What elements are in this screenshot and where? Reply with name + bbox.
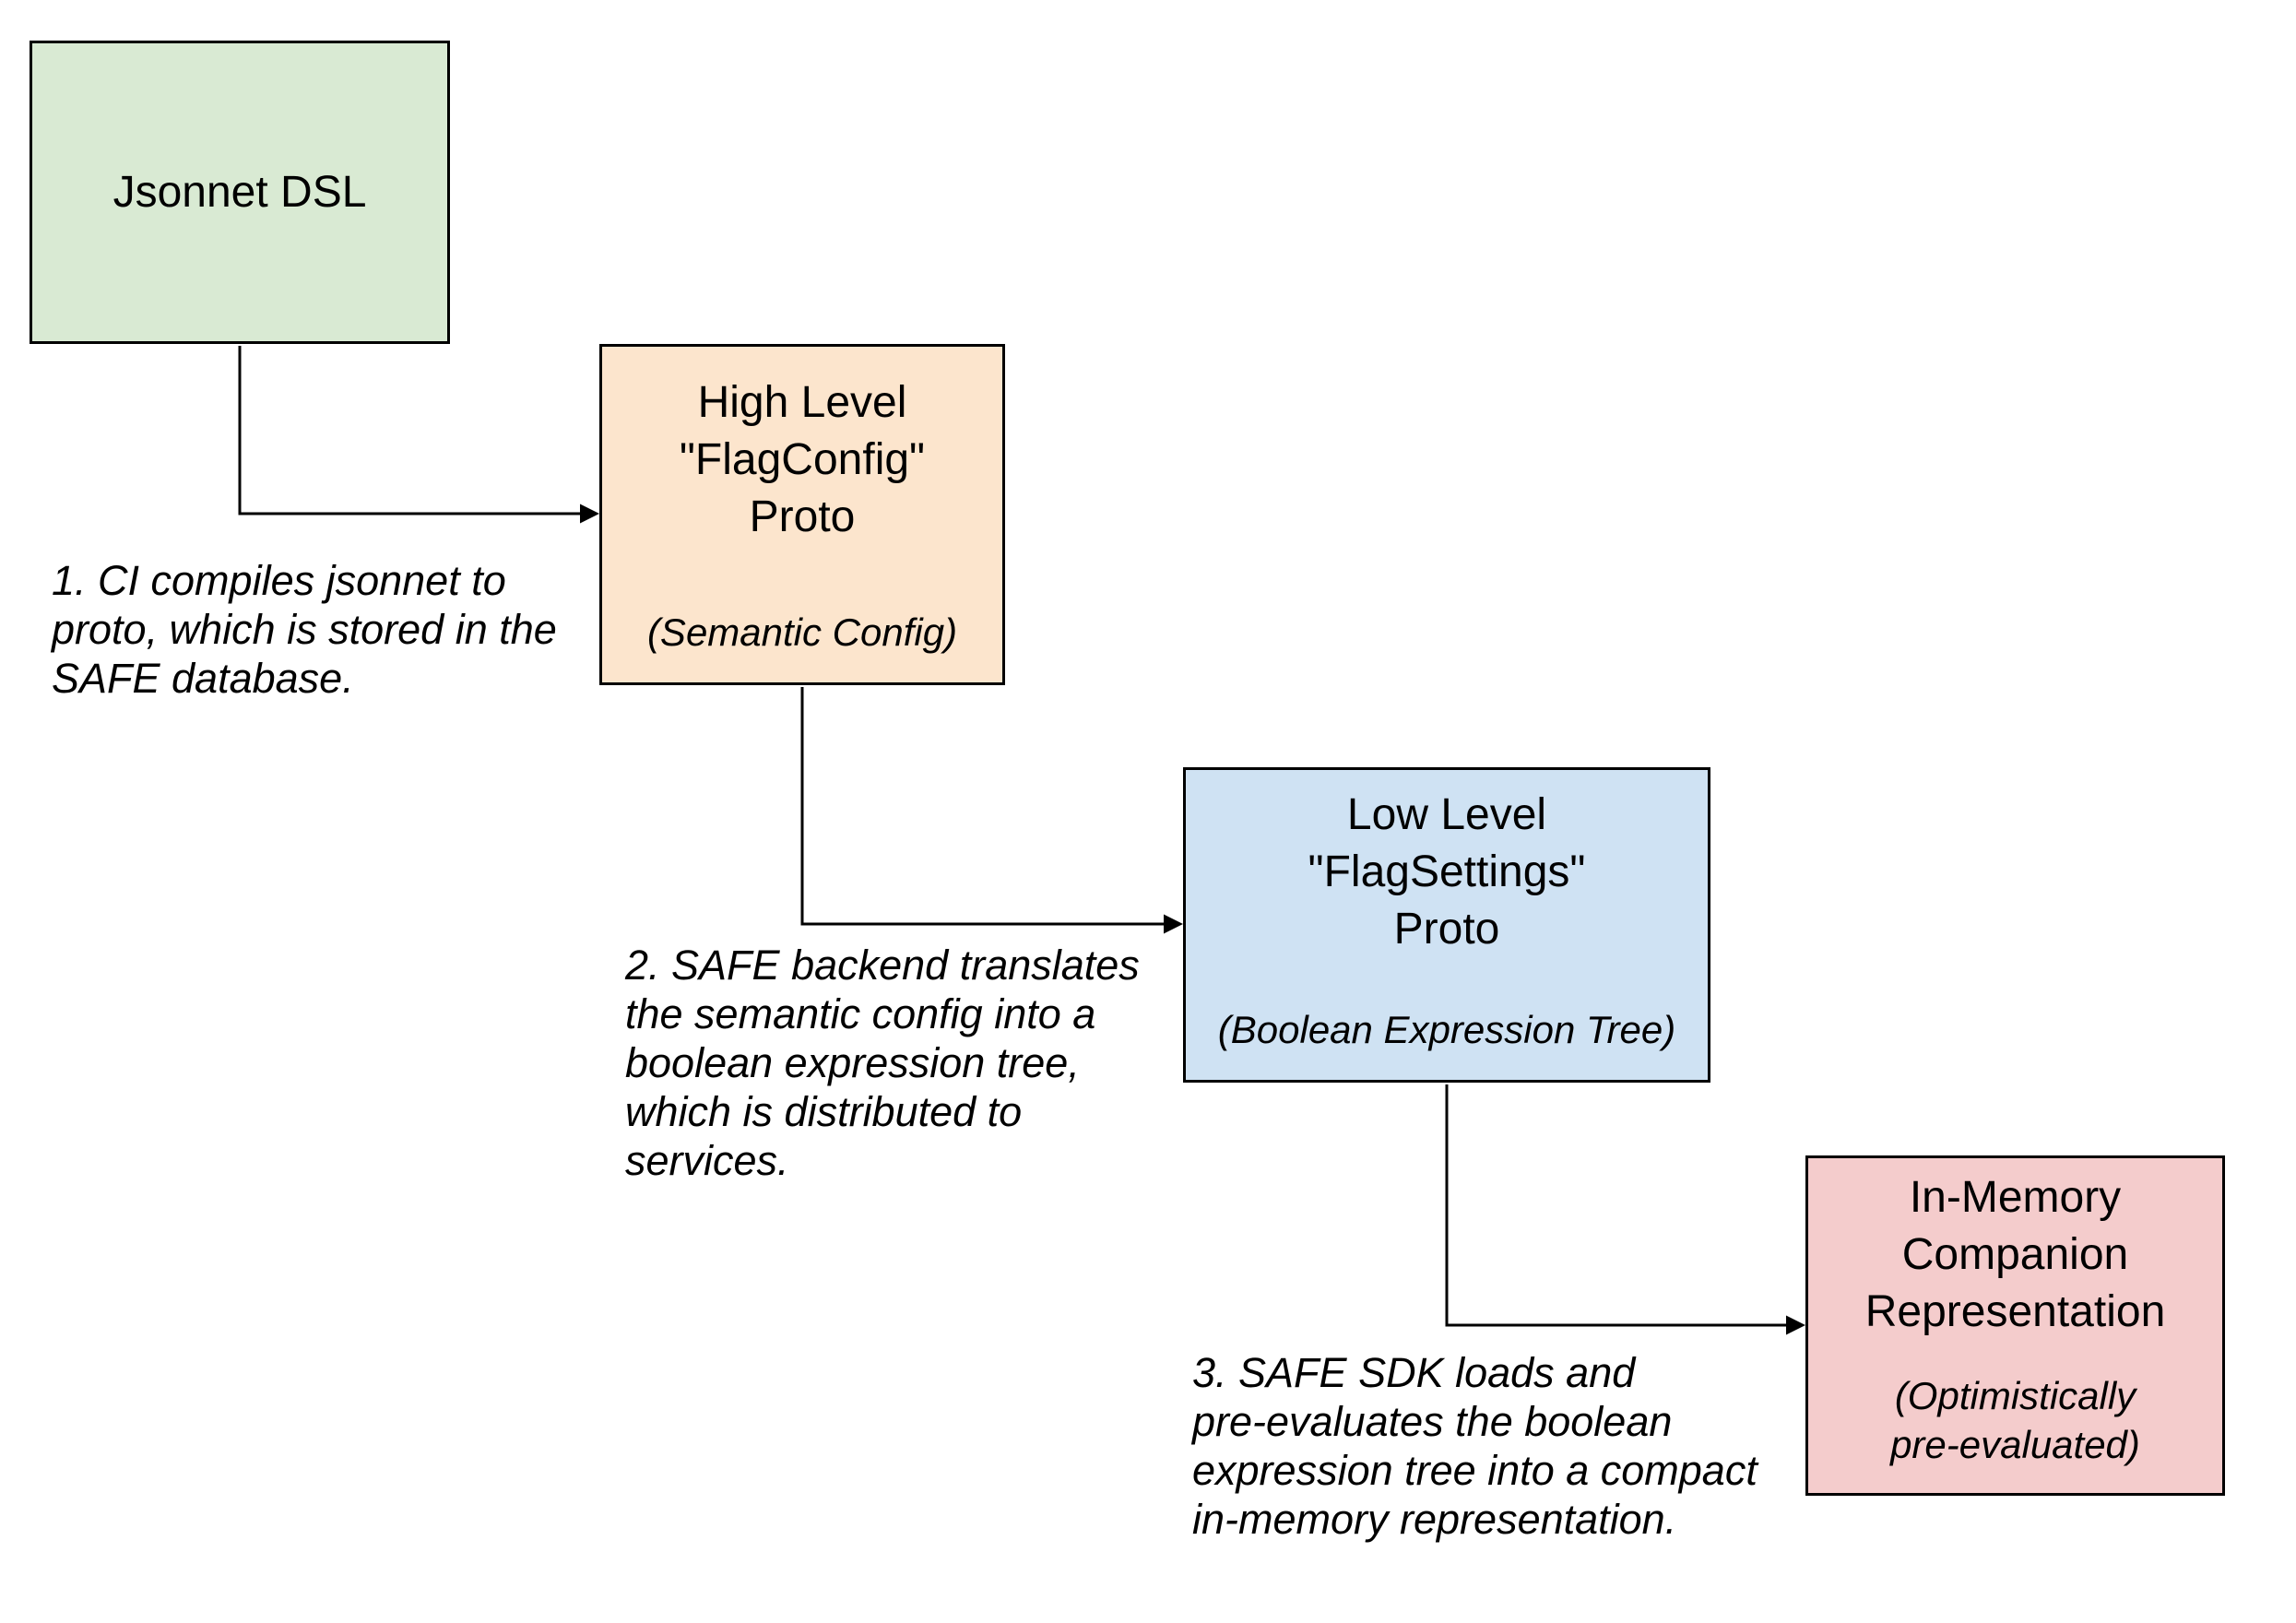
- box-jsonnet-dsl: Jsonnet DSL: [30, 41, 450, 344]
- box-inmemory-subtitle: (Optimistically pre-evaluated): [1890, 1374, 2140, 1466]
- box-flagconfig-proto: High Level "FlagConfig" Proto (Semantic …: [599, 344, 1005, 685]
- annotation-step2: 2. SAFE backend translates the semantic …: [625, 942, 1140, 1184]
- box-inmemory-title: In-Memory Companion Representation: [1864, 1173, 2166, 1336]
- box-flagconfig-title: High Level "FlagConfig" Proto: [679, 378, 926, 541]
- arrow-step1: [238, 346, 599, 524]
- box-flagconfig-subtitle: (Semantic Config): [646, 610, 958, 654]
- box-inmemory-representation: In-Memory Companion Representation (Opti…: [1805, 1155, 2225, 1496]
- box-jsonnet-dsl-title: Jsonnet DSL: [112, 167, 367, 217]
- box-flagsettings-proto: Low Level "FlagSettings" Proto (Boolean …: [1183, 767, 1710, 1083]
- box-flagsettings-title: Low Level "FlagSettings" Proto: [1308, 790, 1586, 954]
- annotation-step1: 1. CI compiles jsonnet to proto, which i…: [52, 557, 557, 702]
- box-flagsettings-subtitle: (Boolean Expression Tree): [1217, 1008, 1676, 1051]
- arrow-step2: [800, 687, 1183, 934]
- annotation-step3: 3. SAFE SDK loads and pre-evaluates the …: [1192, 1349, 1758, 1543]
- arrow-step3: [1445, 1084, 1805, 1335]
